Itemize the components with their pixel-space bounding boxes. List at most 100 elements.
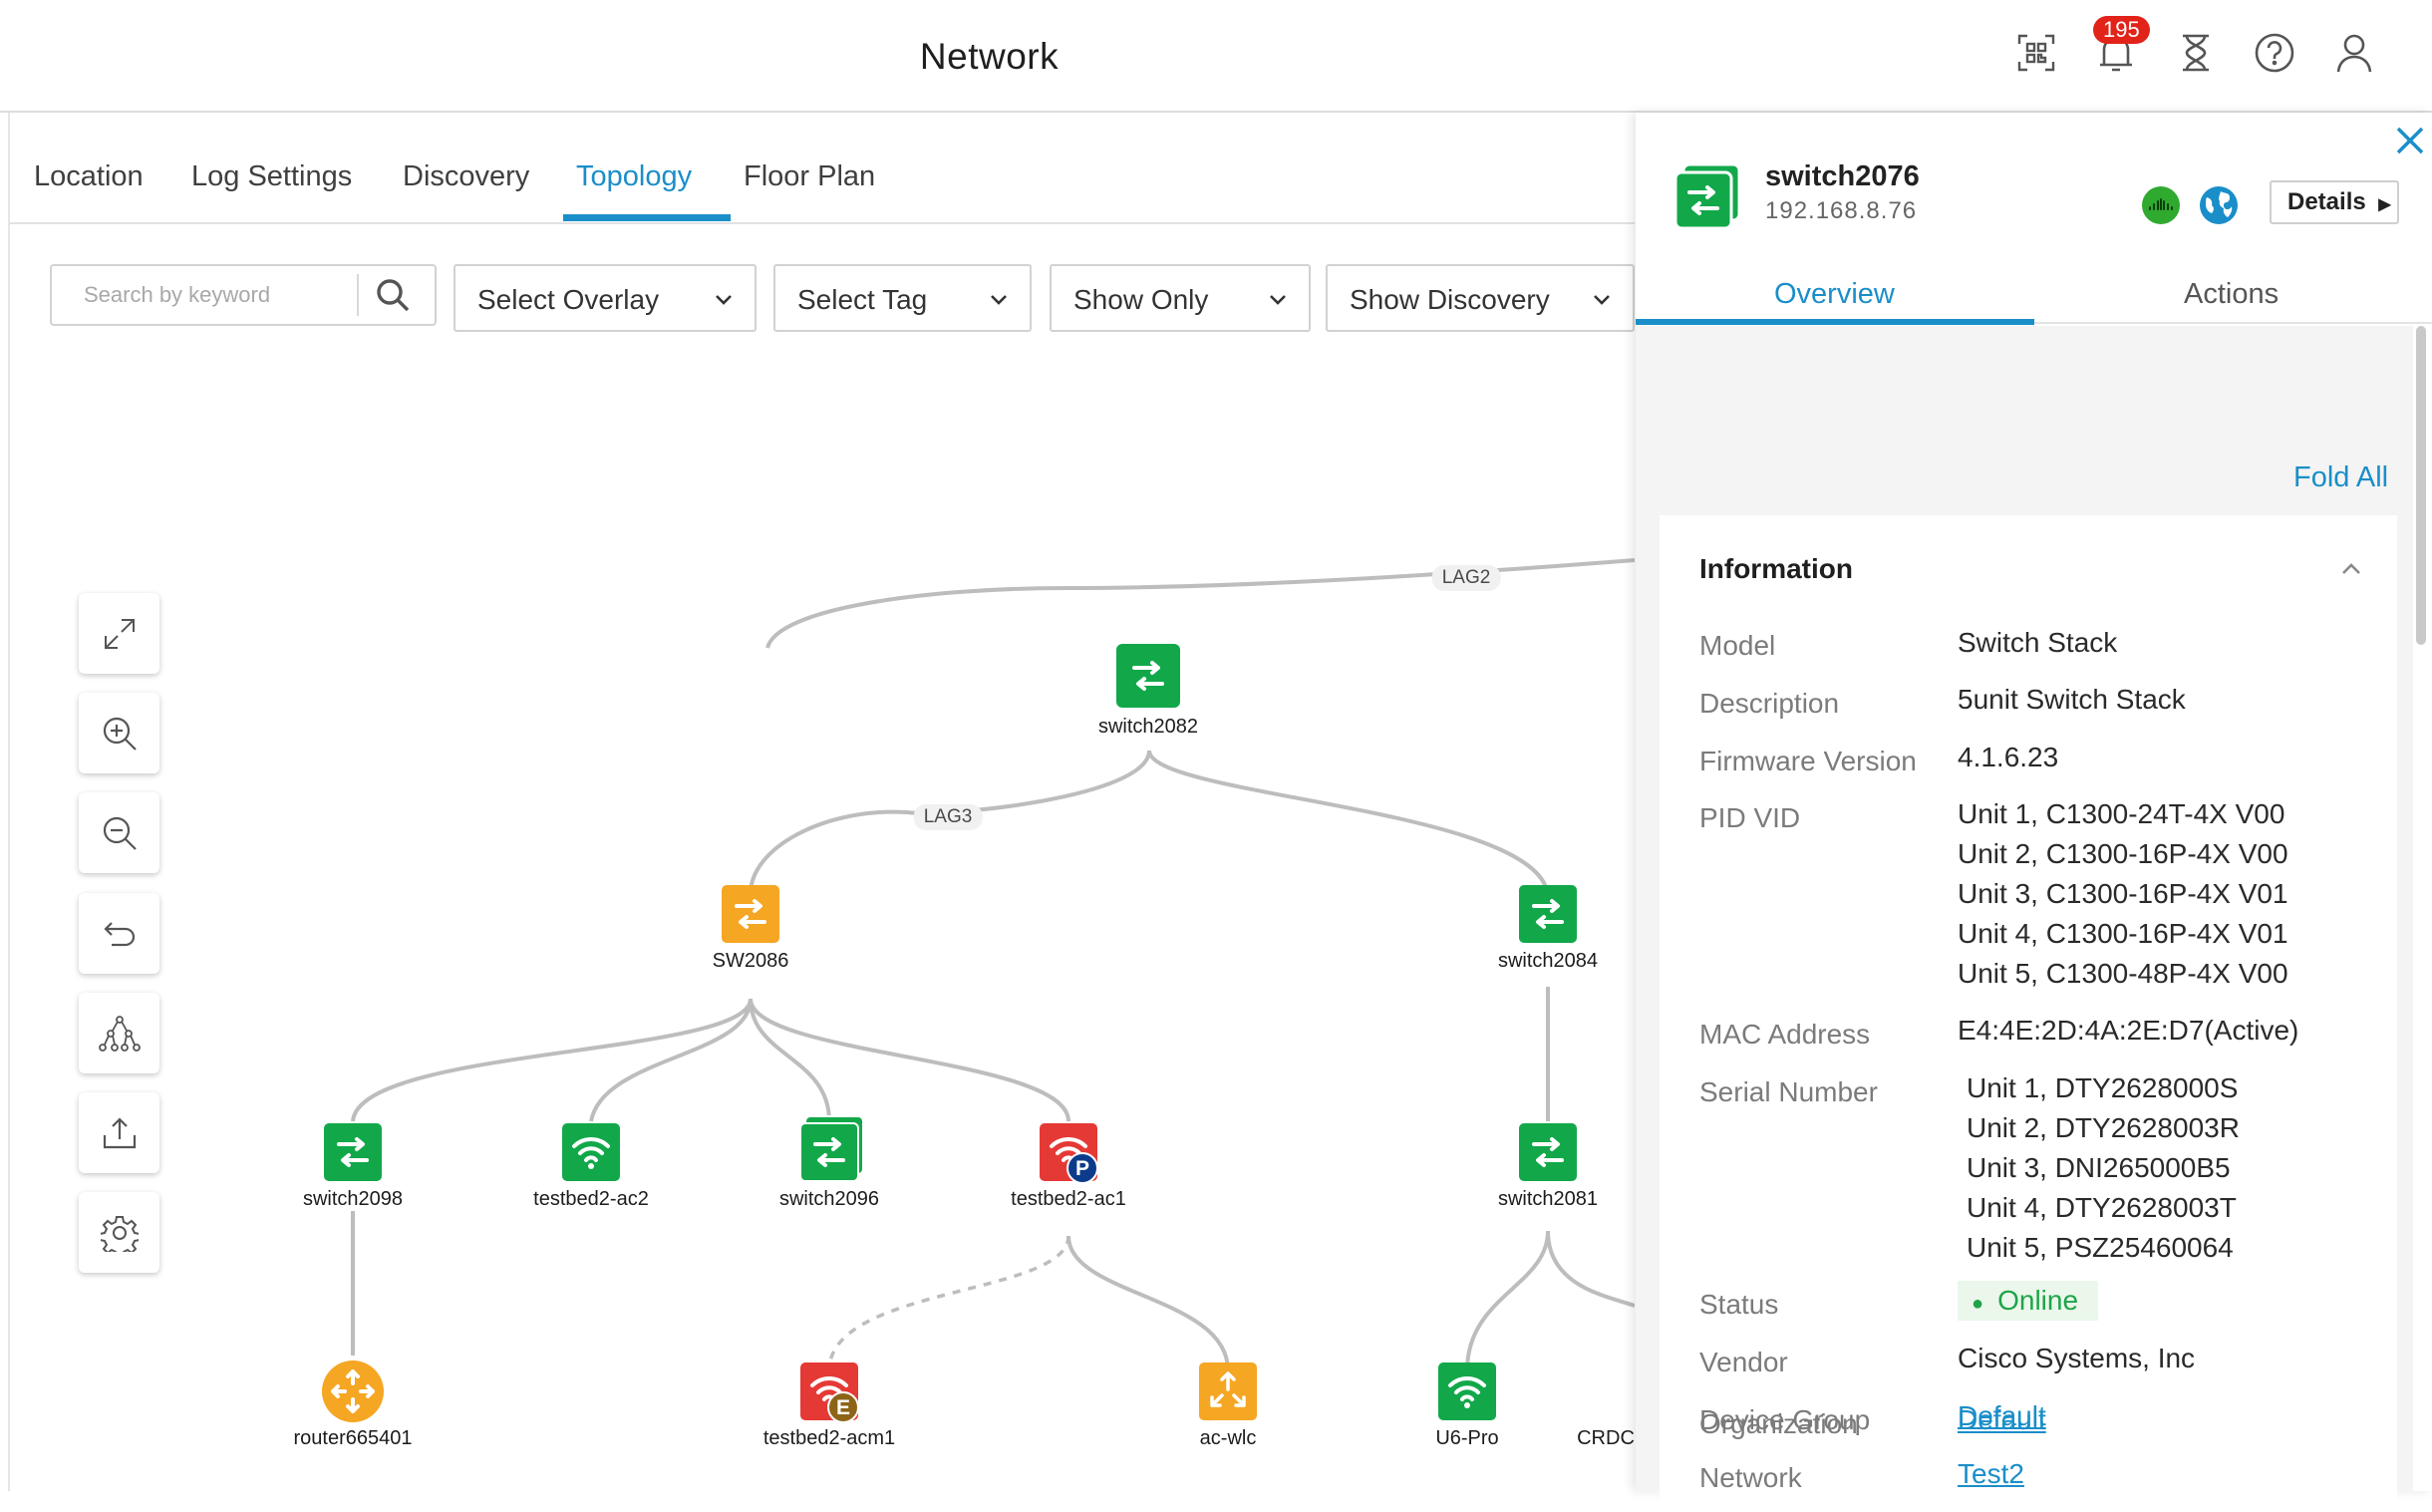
tab-overview[interactable]: Overview bbox=[1774, 278, 1895, 310]
close-icon[interactable] bbox=[2392, 123, 2432, 162]
device-name: switch2076 bbox=[1765, 160, 1920, 192]
tab-topology[interactable]: Topology bbox=[576, 160, 693, 192]
select-tag-dropdown[interactable]: Select Tag bbox=[773, 264, 1032, 332]
node-label-testbed2-ac2[interactable]: testbed2-ac2 bbox=[533, 1188, 649, 1210]
select-overlay-label: Select Overlay bbox=[477, 284, 660, 315]
active-tab-indicator bbox=[563, 214, 731, 221]
status-value: Online bbox=[1997, 1285, 2079, 1316]
pid-vid-unit-5: Unit 5, C1300-48P-4X V00 bbox=[1958, 958, 2288, 989]
node-label-switch2082[interactable]: switch2082 bbox=[1097, 716, 1199, 738]
show-only-label: Show Only bbox=[1073, 284, 1209, 315]
svg-text:P: P bbox=[1075, 1157, 1089, 1180]
hourglass-icon[interactable] bbox=[2171, 28, 2221, 78]
show-discovery-dropdown[interactable]: Show Discovery bbox=[1326, 264, 1635, 332]
show-discovery-label: Show Discovery bbox=[1350, 284, 1550, 315]
tab-bar: Location Log Settings Discovery Topology… bbox=[10, 113, 1635, 224]
firmware-value: 4.1.6.23 bbox=[1958, 742, 2059, 772]
node-label-switch2098[interactable]: switch2098 bbox=[302, 1188, 404, 1210]
pid-vid-unit-4: Unit 4, C1300-16P-4X V01 bbox=[1958, 918, 2288, 949]
node-label-crdc[interactable]: CRDC bbox=[1577, 1427, 1635, 1449]
undo-button[interactable] bbox=[79, 893, 159, 974]
topology-canvas[interactable]: P E bbox=[10, 339, 1635, 1491]
pid-vid-unit-2: Unit 2, C1300-16P-4X V00 bbox=[1958, 838, 2288, 869]
panel-scrollbar[interactable] bbox=[2416, 326, 2426, 645]
router665401-node bbox=[322, 1361, 384, 1422]
qr-code-icon[interactable] bbox=[2011, 28, 2061, 78]
chevron-up-icon[interactable] bbox=[2337, 555, 2365, 583]
switch2084-node bbox=[1519, 885, 1577, 943]
testbed2-ac2-node bbox=[562, 1123, 620, 1181]
fold-all-link[interactable]: Fold All bbox=[2293, 461, 2389, 493]
description-value: 5unit Switch Stack bbox=[1958, 684, 2186, 715]
globe-icon bbox=[2200, 186, 2238, 224]
node-label-testbed2-ac1[interactable]: testbed2-ac1 bbox=[1011, 1188, 1126, 1210]
tab-discovery[interactable]: Discovery bbox=[403, 160, 530, 192]
organization-link[interactable]: Default bbox=[1958, 1404, 2046, 1435]
mac-address-label: MAC Address bbox=[1699, 1019, 1871, 1050]
notification-badge: 195 bbox=[2093, 16, 2150, 44]
help-icon[interactable] bbox=[2250, 28, 2299, 78]
zoom-in-button[interactable] bbox=[79, 693, 159, 773]
node-label-testbed2-acm1[interactable]: testbed2-acm1 bbox=[762, 1427, 896, 1449]
network-label: Network bbox=[1699, 1462, 1802, 1493]
device-group-label: Device Group bbox=[1699, 1404, 1871, 1435]
switch-stack-icon bbox=[1673, 162, 1741, 230]
user-icon[interactable] bbox=[2329, 28, 2379, 78]
page-title: Network bbox=[919, 36, 1060, 77]
switch2082-node bbox=[1116, 644, 1180, 708]
select-overlay-dropdown[interactable]: Select Overlay bbox=[454, 264, 757, 332]
search-input[interactable] bbox=[52, 266, 356, 324]
details-button[interactable]: Details ▶ bbox=[2270, 180, 2399, 224]
node-label-switch2084[interactable]: switch2084 bbox=[1497, 950, 1599, 972]
device-group-link[interactable]: Default bbox=[1958, 1400, 2046, 1431]
network-link[interactable]: Test2 bbox=[1958, 1458, 2024, 1489]
fit-view-button[interactable] bbox=[79, 593, 159, 674]
caret-right-icon: ▶ bbox=[2378, 196, 2391, 213]
show-only-dropdown[interactable]: Show Only bbox=[1050, 264, 1311, 332]
node-label-switch2096[interactable]: switch2096 bbox=[778, 1188, 880, 1210]
export-icon bbox=[103, 1116, 136, 1148]
layout-button[interactable] bbox=[79, 993, 159, 1073]
hierarchy-icon bbox=[98, 1015, 141, 1052]
cisco-logo-icon bbox=[2142, 186, 2180, 224]
switch2098-node bbox=[324, 1123, 382, 1181]
search-icon[interactable] bbox=[373, 276, 415, 316]
status-dot-icon: ● bbox=[1972, 1293, 1984, 1315]
tab-log-settings[interactable]: Log Settings bbox=[191, 160, 353, 192]
information-card: Information Model Switch Stack Descripti… bbox=[1660, 515, 2397, 1512]
node-label-switch2081[interactable]: switch2081 bbox=[1497, 1188, 1599, 1210]
zoom-out-button[interactable] bbox=[79, 792, 159, 873]
pid-vid-unit-1: Unit 1, C1300-24T-4X V00 bbox=[1958, 798, 2285, 829]
serial-unit-4: Unit 4, DTY2628003T bbox=[1967, 1192, 2237, 1223]
link-label-lag3: LAG3 bbox=[913, 804, 983, 830]
tab-actions[interactable]: Actions bbox=[2184, 278, 2280, 310]
active-panel-tab-indicator bbox=[1636, 319, 2034, 325]
mac-address-value: E4:4E:2D:4A:2E:D7(Active) bbox=[1958, 1015, 2299, 1046]
testbed2-ac1-node: P bbox=[1040, 1123, 1098, 1184]
model-label: Model bbox=[1699, 630, 1776, 661]
node-label-u6-pro[interactable]: U6-Pro bbox=[1435, 1427, 1499, 1449]
chevron-down-icon bbox=[1270, 295, 1286, 305]
node-label-router665401[interactable]: router665401 bbox=[293, 1427, 413, 1449]
app-header: Network 195 bbox=[0, 0, 2432, 113]
organization-label: Organization bbox=[1699, 1408, 1858, 1439]
u6-pro-node bbox=[1438, 1362, 1496, 1420]
switch2081-node bbox=[1519, 1123, 1577, 1181]
vendor-value: Cisco Systems, Inc bbox=[1958, 1343, 2196, 1373]
expand-icon bbox=[104, 618, 135, 649]
node-label-sw2086[interactable]: SW2086 bbox=[712, 950, 789, 972]
details-label: Details bbox=[2287, 188, 2366, 215]
testbed2-acm1-node: E bbox=[800, 1362, 859, 1423]
description-label: Description bbox=[1699, 688, 1840, 719]
pid-vid-label: PID VID bbox=[1699, 802, 1801, 833]
search-divider bbox=[357, 274, 359, 316]
settings-button[interactable] bbox=[79, 1192, 159, 1273]
node-label-ac-wlc[interactable]: ac-wlc bbox=[1199, 1427, 1257, 1449]
tab-location[interactable]: Location bbox=[34, 160, 144, 192]
sw2086-node bbox=[722, 885, 779, 943]
export-button[interactable] bbox=[79, 1092, 159, 1173]
serial-unit-3: Unit 3, DNI265000B5 bbox=[1967, 1152, 2231, 1183]
undo-icon bbox=[103, 921, 135, 946]
tab-floor-plan[interactable]: Floor Plan bbox=[744, 160, 876, 192]
select-tag-label: Select Tag bbox=[797, 284, 928, 315]
